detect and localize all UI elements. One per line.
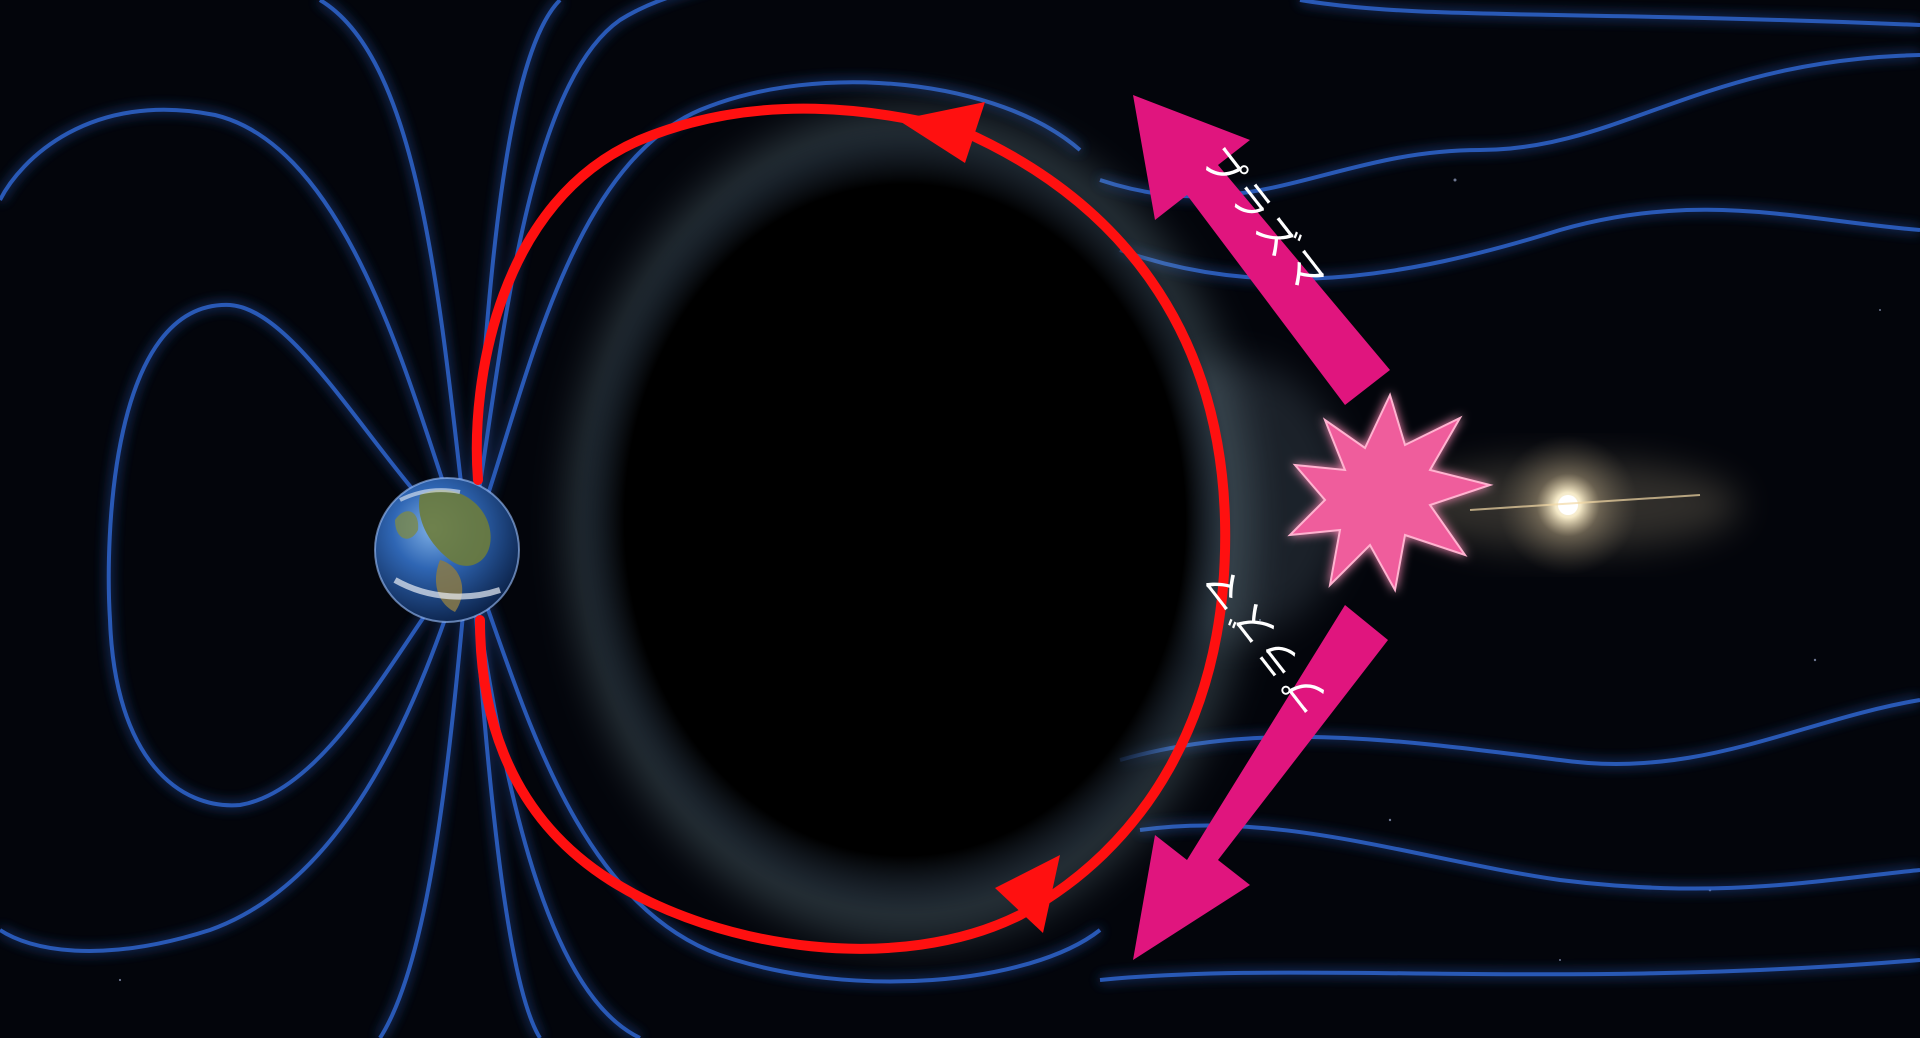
field-line-day-2	[468, 0, 668, 546]
field-line-left-outer	[0, 107, 467, 546]
field-line-stream-bot-1	[1119, 698, 1920, 767]
star-field	[118, 178, 1881, 982]
field-line-left-inner	[106, 302, 467, 808]
earth-globe-icon	[374, 477, 520, 623]
magnetosphere-void	[575, 125, 1235, 915]
collision-burst-icon	[1287, 392, 1494, 593]
field-line-left-far-bottom	[378, 559, 470, 1038]
field-line-left-far	[318, 0, 470, 546]
field-line-left-outer-bottom	[0, 559, 467, 953]
field-line-day-1-bottom	[468, 559, 1102, 984]
field-line-stream-top-3	[1299, 0, 1920, 27]
plasma-circulation-loop	[471, 102, 1231, 954]
sun-icon	[1400, 435, 1740, 575]
field-line-stream-bot-2	[1139, 823, 1920, 891]
circulation-arrowhead-top	[898, 102, 985, 163]
circulation-arrowhead-bottom	[995, 855, 1060, 933]
field-line-day-1	[468, 80, 1082, 546]
circulation-path	[471, 103, 1231, 954]
field-line-stream-top-2	[1119, 207, 1920, 281]
field-line-stream-bot-3	[1099, 958, 1920, 982]
